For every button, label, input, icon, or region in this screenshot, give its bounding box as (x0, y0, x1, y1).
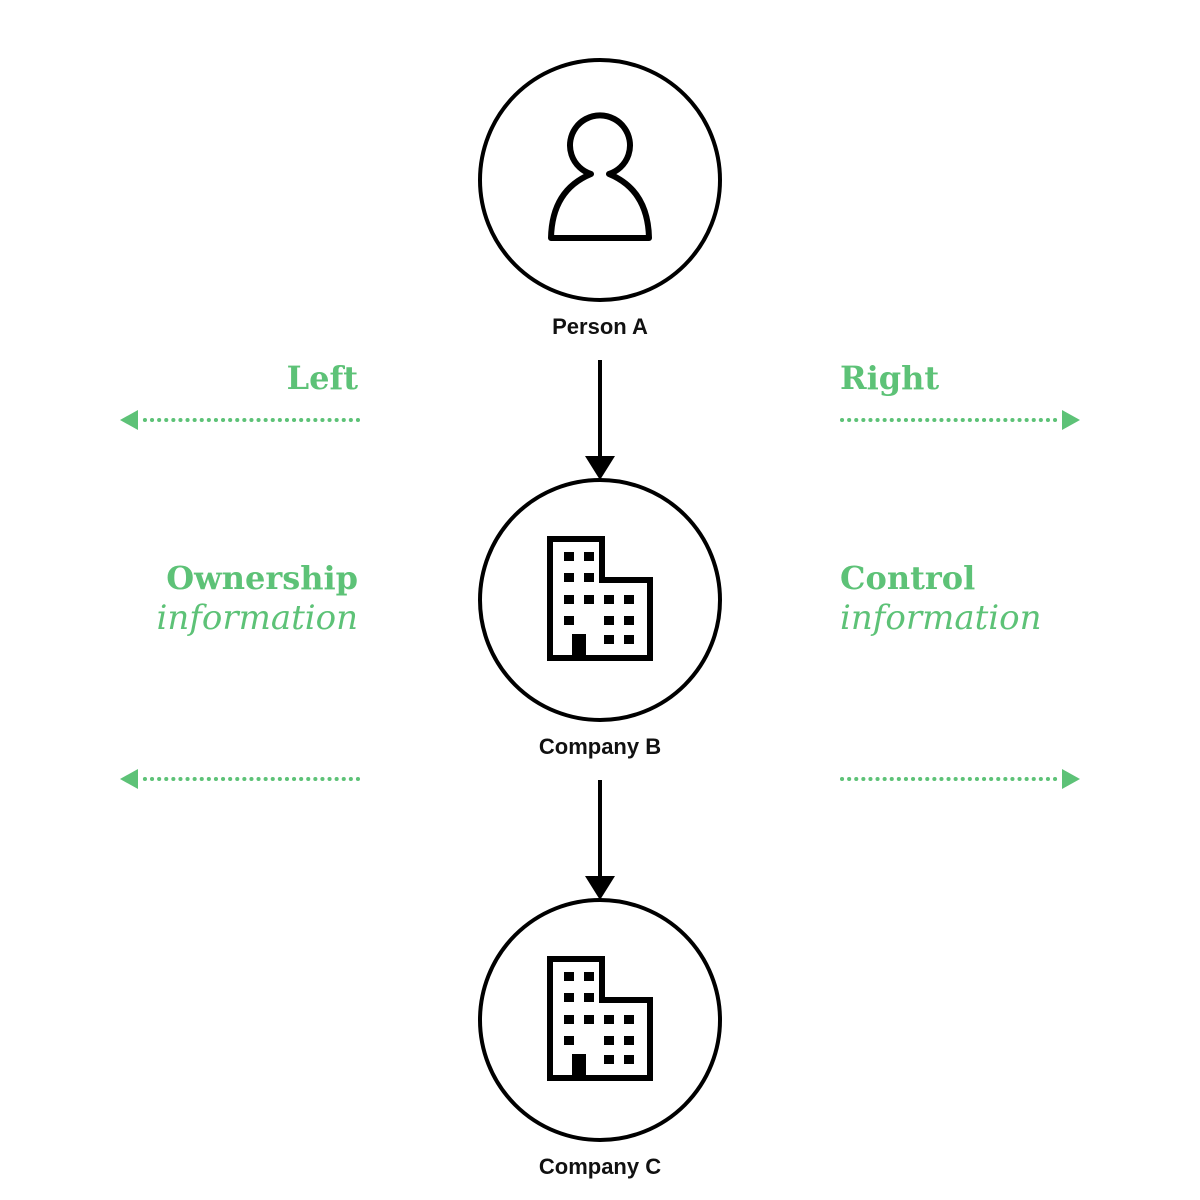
right-arrow-bottom (840, 769, 1080, 789)
arrow-head-icon (585, 456, 615, 480)
right-panel: Right Control information (840, 359, 1080, 789)
arrow-head-icon (585, 876, 615, 900)
right-subtitle: information (840, 598, 1042, 638)
arrow-right-icon (1062, 769, 1080, 789)
left-panel: Left Ownership information (120, 359, 360, 789)
arrow-left-icon (120, 769, 138, 789)
node-label: Company B (539, 734, 661, 759)
arrow-left-icon (120, 410, 138, 430)
node-circle (478, 478, 722, 722)
right-arrow-top (840, 410, 1080, 430)
person-icon (548, 112, 652, 241)
right-direction-label: Right (840, 359, 939, 397)
node-person-a: Person A (478, 58, 722, 339)
left-subtitle: information (157, 598, 359, 638)
node-label: Person A (552, 314, 648, 339)
left-title: Ownership (166, 559, 358, 597)
edge-person-a-to-company-b (585, 360, 615, 480)
node-company-c: Company C (478, 898, 722, 1179)
edge-company-b-to-company-c (585, 780, 615, 900)
node-company-b: Company B (478, 478, 722, 759)
arrow-right-icon (1062, 410, 1080, 430)
right-title: Control (840, 559, 975, 597)
left-arrow-bottom (120, 769, 360, 789)
node-circle (478, 898, 722, 1142)
left-direction-label: Left (287, 359, 359, 397)
left-arrow-top (120, 410, 360, 430)
node-label: Company C (539, 1154, 661, 1179)
node-circle (478, 58, 722, 302)
